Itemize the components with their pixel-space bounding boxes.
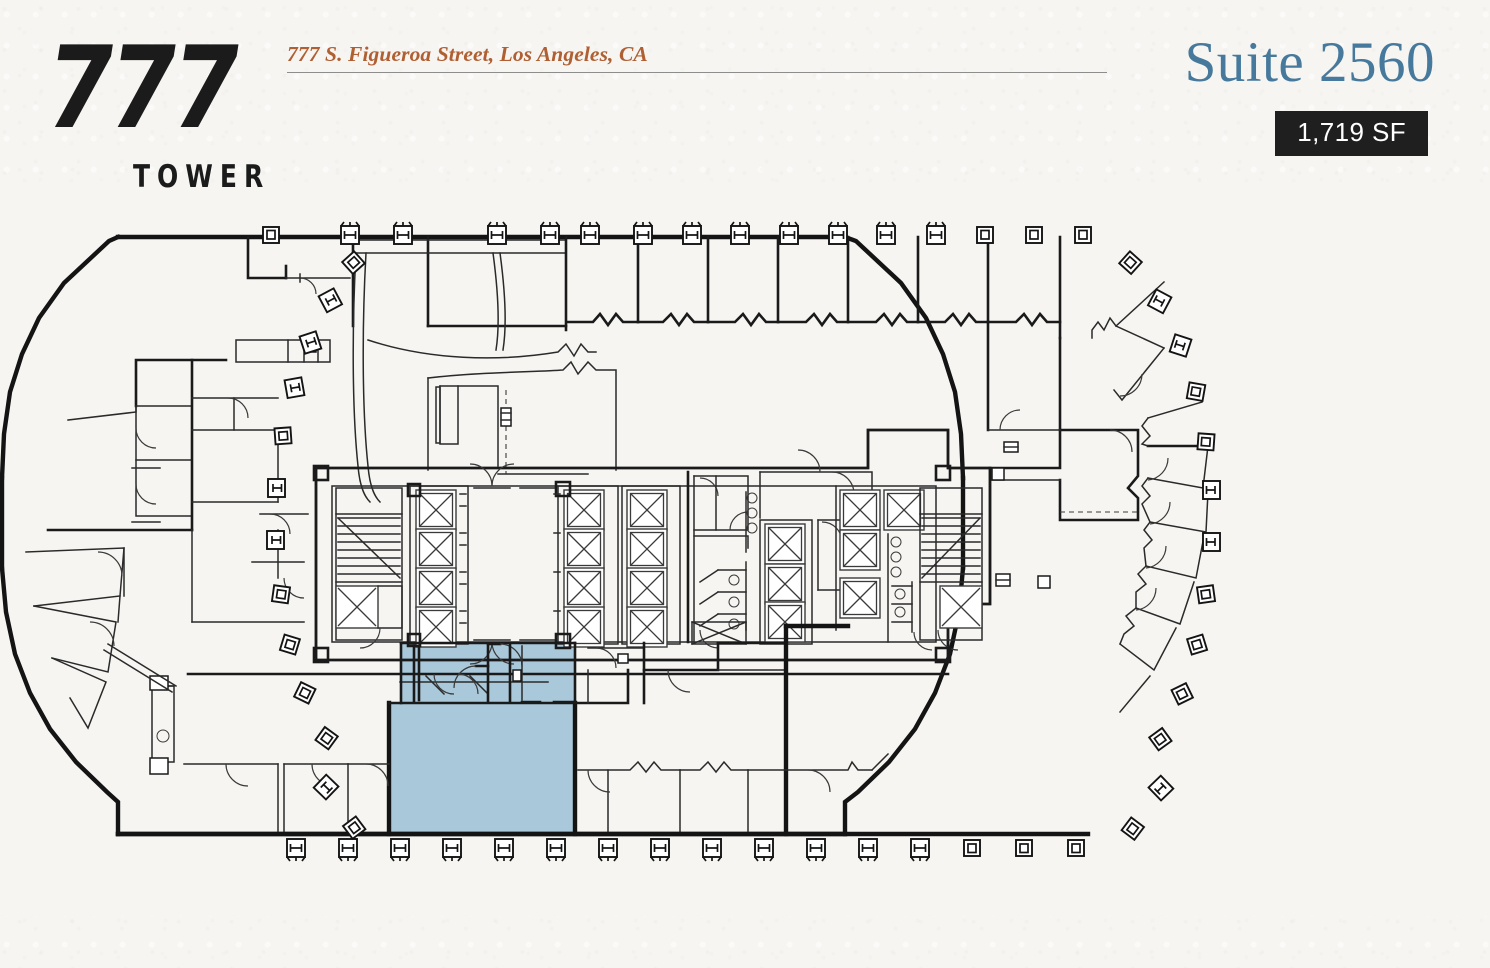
building-core xyxy=(312,428,992,665)
core-restrooms-east xyxy=(887,533,933,651)
northeast-offices xyxy=(986,320,1062,432)
west-perimeter-offices xyxy=(25,358,228,730)
core-restrooms xyxy=(686,470,758,649)
column-markers xyxy=(991,467,1051,589)
elevator-bank-center-right xyxy=(621,485,681,648)
logo-wordmark: TOWER xyxy=(133,158,271,195)
floor-plan xyxy=(0,196,1490,916)
logo-number: 777 xyxy=(36,21,246,155)
flyer-header: 777 TOWER 777 S. Figueroa Street, Los An… xyxy=(0,0,1490,200)
header-divider-rule xyxy=(287,72,1107,73)
southeast-offices xyxy=(573,623,890,837)
elevator-bank-east xyxy=(835,485,925,631)
area-badge: 1,719 SF xyxy=(1275,111,1428,156)
elevator-bank-center xyxy=(553,480,619,650)
building-logo: 777 TOWER xyxy=(36,22,265,195)
northwest-rooms xyxy=(235,235,351,363)
core-columns xyxy=(312,464,952,664)
south-corridor xyxy=(186,672,950,696)
north-lobby-curves xyxy=(352,252,617,504)
east-stair xyxy=(919,487,983,651)
suite-2560-linework[interactable] xyxy=(386,641,578,837)
page-title: Suite 2560 xyxy=(1184,31,1435,94)
building-address: 777 S. Figueroa Street, Los Angeles, CA xyxy=(287,42,648,66)
west-stair xyxy=(335,487,403,649)
suite-fill[interactable] xyxy=(389,643,575,834)
